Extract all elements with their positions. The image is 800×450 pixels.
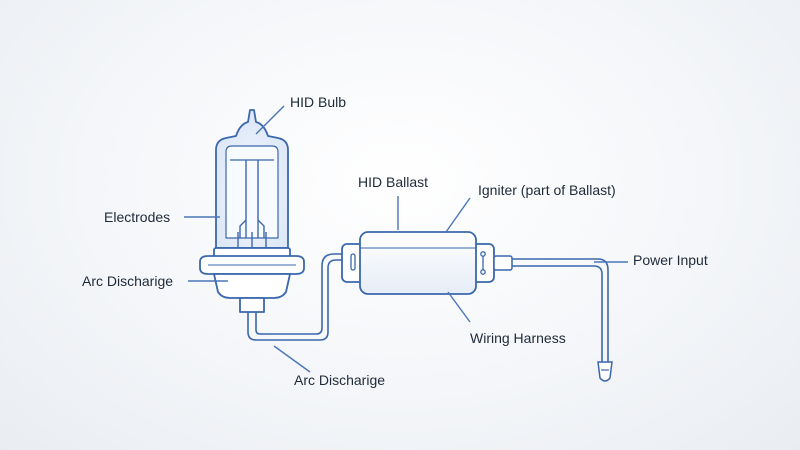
label-wiring-harness: Wiring Harness (470, 330, 566, 346)
power-connector (493, 255, 513, 271)
leader-lines (184, 105, 628, 373)
leader-igniter (445, 197, 471, 233)
bulb-base (213, 273, 291, 299)
leader-hid-bulb (255, 105, 285, 135)
leader-arc-bottom (273, 345, 311, 373)
electrode-wires (239, 160, 265, 238)
wiring-harness (247, 253, 354, 341)
label-hid-ballast: HID Ballast (358, 174, 429, 190)
hid-bulb (199, 109, 305, 313)
label-igniter: Igniter (part of Ballast) (478, 182, 616, 198)
power-plug (597, 361, 613, 382)
label-arc-discharge-bottom: Arc Discharige (294, 372, 386, 388)
power-cable (512, 258, 613, 382)
ballast-body (359, 231, 477, 295)
label-power-input: Power Input (633, 252, 708, 268)
leader-wiring (447, 291, 471, 323)
bulb-inner-tube (225, 145, 279, 239)
label-hid-bulb: HID Bulb (290, 94, 347, 110)
label-arc-discharge-left: Arc Discharige (82, 273, 174, 289)
hid-ballast (341, 231, 513, 295)
bulb-stem (239, 297, 265, 313)
label-electrodes: Electrodes (104, 209, 171, 225)
electrode-pins (237, 232, 267, 248)
